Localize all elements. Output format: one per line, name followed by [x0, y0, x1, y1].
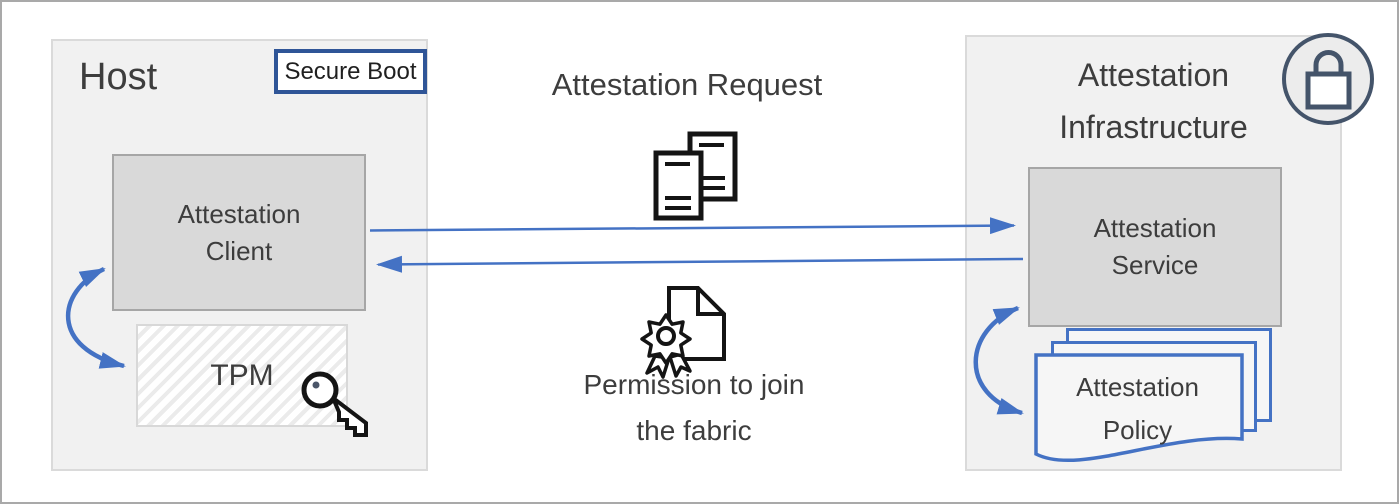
attestation-policy-label: Attestation Policy: [1034, 366, 1241, 452]
secure-boot-label: Secure Boot: [284, 57, 417, 85]
infrastructure-title-text: Attestation Infrastructure: [1059, 57, 1248, 145]
infrastructure-title: Attestation Infrastructure: [967, 49, 1340, 153]
secure-boot-badge: Secure Boot: [274, 49, 427, 94]
attestation-infrastructure-box: Attestation Infrastructure Attestation S…: [965, 35, 1342, 471]
host-box: Host Secure Boot Attestation Client TPM: [51, 39, 428, 471]
documents-icon: [653, 131, 738, 221]
permission-label-line1: Permission to join: [583, 369, 805, 400]
permission-label: Permission to join the fabric: [482, 362, 906, 454]
attestation-request-arrow: [369, 217, 1016, 235]
policy-page-front: [1034, 353, 1244, 463]
attestation-service-box: Attestation Service: [1028, 167, 1282, 327]
attestation-service-label: Attestation Service: [1093, 213, 1217, 280]
permission-label-line2: the fabric: [636, 415, 752, 446]
attestation-client-box: Attestation Client: [112, 154, 366, 311]
host-title: Host: [79, 56, 158, 98]
tpm-label: TPM: [210, 358, 274, 392]
tpm-box: TPM: [136, 324, 348, 427]
attestation-request-label: Attestation Request: [551, 67, 823, 102]
attestation-policy-text: Attestation Policy: [1076, 372, 1199, 445]
permission-return-arrow: [376, 255, 1024, 273]
attestation-client-label: Attestation Client: [177, 198, 301, 266]
